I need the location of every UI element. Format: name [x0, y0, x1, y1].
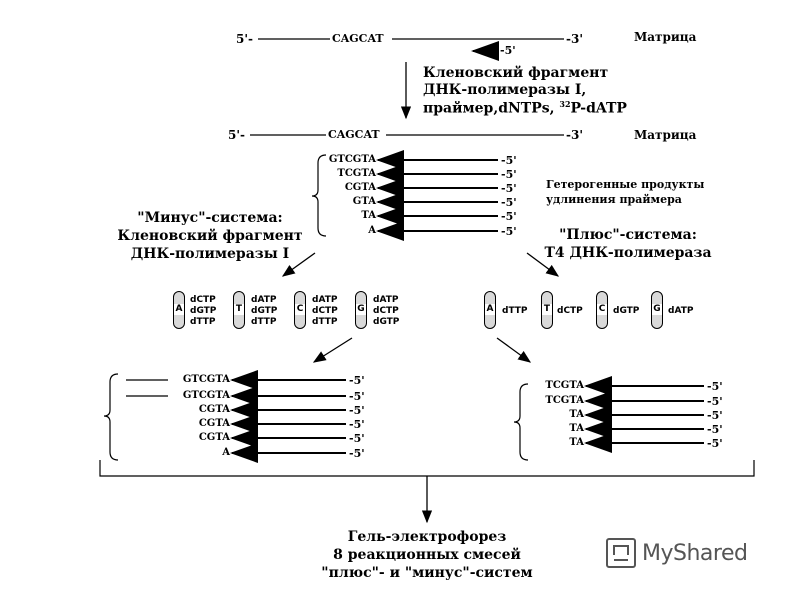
- minus-tube-t: T: [233, 291, 245, 329]
- product-end: -5': [501, 182, 517, 195]
- plus-result-strand: TCGTA: [545, 380, 584, 391]
- plus-tube-a: A: [484, 291, 496, 329]
- minus-result-strand: CGTA: [198, 418, 230, 429]
- myshared-logo-text: MyShared: [642, 540, 748, 566]
- plus-result-end: -5': [707, 409, 723, 422]
- plus-result-strand: TCGTA: [545, 395, 584, 406]
- product-end: -5': [501, 154, 517, 167]
- products-label-1: Гетерогенные продукты: [546, 178, 705, 191]
- myshared-logo-icon: [606, 538, 636, 568]
- myshared-logo: MyShared: [606, 538, 748, 568]
- minus-result-end: -5': [349, 390, 365, 403]
- plus-tube-t: T: [541, 291, 553, 329]
- template-5-prime: 5'-: [236, 32, 254, 46]
- plus-result-end: -5': [707, 395, 723, 408]
- dntp-label: dTTP: [502, 306, 528, 316]
- plus-result-strand: TA: [569, 409, 584, 420]
- dntp-label: dTTP: [190, 317, 216, 327]
- minus-result-strand: CGTA: [198, 404, 230, 415]
- dntp-label: dGTP: [373, 317, 400, 327]
- plus-result-strand: TA: [569, 423, 584, 434]
- minus-system-enzyme-2: ДНК-полимеразы I: [130, 246, 290, 262]
- gel-mixtures: 8 реакционных смесей: [333, 547, 521, 563]
- products-label-2: удлинения праймера: [546, 193, 682, 206]
- reagents-line-3: праймер,dNTPs, 32P-dATP: [423, 99, 627, 117]
- minus-system-title: "Минус"-система:: [137, 210, 283, 226]
- dntp-label: dATP: [373, 295, 399, 305]
- template2-5-prime: 5'-: [228, 128, 246, 142]
- dntp-label: dATP: [251, 295, 277, 305]
- product-strand: GTA: [352, 196, 376, 207]
- reagents-line-1: Кленовский фрагмент: [423, 65, 609, 81]
- plus-result-end: -5': [707, 380, 723, 393]
- template2-3-prime: -3': [566, 128, 584, 142]
- dntp-label: dGTP: [613, 306, 640, 316]
- product-strand: TCGTA: [337, 168, 376, 179]
- plus-result-strand: TA: [569, 437, 584, 448]
- template-label: Матрица: [634, 30, 697, 44]
- plus-system-title: "Плюс"-система:: [559, 227, 697, 243]
- dntp-label: dGTP: [190, 306, 217, 316]
- plus-result-end: -5': [707, 423, 723, 436]
- minus-result-end: -5': [349, 432, 365, 445]
- dntp-label: dGTP: [251, 306, 278, 316]
- minus-tube-g: G: [355, 291, 367, 329]
- dntp-label: dCTP: [312, 306, 338, 316]
- plus-system-enzyme: T4 ДНК-полимераза: [544, 245, 712, 261]
- template-sequence: CAGCAT: [332, 32, 384, 45]
- primer-end: -5': [500, 44, 516, 57]
- product-strand: GTCGTA: [328, 154, 376, 165]
- plus-tube-g: G: [651, 291, 663, 329]
- minus-result-strand: CGTA: [198, 432, 230, 443]
- template2-sequence: CAGCAT: [328, 128, 380, 141]
- template2-label: Матрица: [634, 128, 697, 142]
- product-strand: TA: [361, 210, 376, 221]
- dntp-label: dATP: [312, 295, 338, 305]
- dntp-label: dTTP: [312, 317, 338, 327]
- plus-result-end: -5': [707, 437, 723, 450]
- minus-tube-a: A: [173, 291, 185, 329]
- plus-tube-c: C: [596, 291, 608, 329]
- product-end: -5': [501, 225, 517, 238]
- dntp-label: dATP: [668, 306, 694, 316]
- product-end: -5': [501, 196, 517, 209]
- minus-result-end: -5': [349, 447, 365, 460]
- minus-result-end: -5': [349, 374, 365, 387]
- dntp-label: dCTP: [557, 306, 583, 316]
- dntp-label: dCTP: [190, 295, 216, 305]
- minus-result-strand: A: [222, 447, 230, 458]
- product-end: -5': [501, 168, 517, 181]
- gel-systems: "плюс"- и "минус"-систем: [321, 565, 533, 581]
- product-strand: A: [368, 225, 376, 236]
- gel-title: Гель-электрофорез: [347, 529, 507, 545]
- minus-result-strand: GTCGTA: [182, 390, 230, 401]
- minus-result-end: -5': [349, 418, 365, 431]
- minus-tube-c: C: [294, 291, 306, 329]
- minus-result-strand: GTCGTA: [182, 374, 230, 385]
- product-end: -5': [501, 210, 517, 223]
- minus-system-enzyme-1: Кленовский фрагмент: [117, 228, 303, 244]
- minus-result-end: -5': [349, 404, 365, 417]
- dntp-label: dCTP: [373, 306, 399, 316]
- product-strand: CGTA: [344, 182, 376, 193]
- reagents-line-2: ДНК-полимеразы I,: [423, 82, 587, 98]
- template-3-prime: -3': [566, 32, 584, 46]
- dntp-label: dTTP: [251, 317, 277, 327]
